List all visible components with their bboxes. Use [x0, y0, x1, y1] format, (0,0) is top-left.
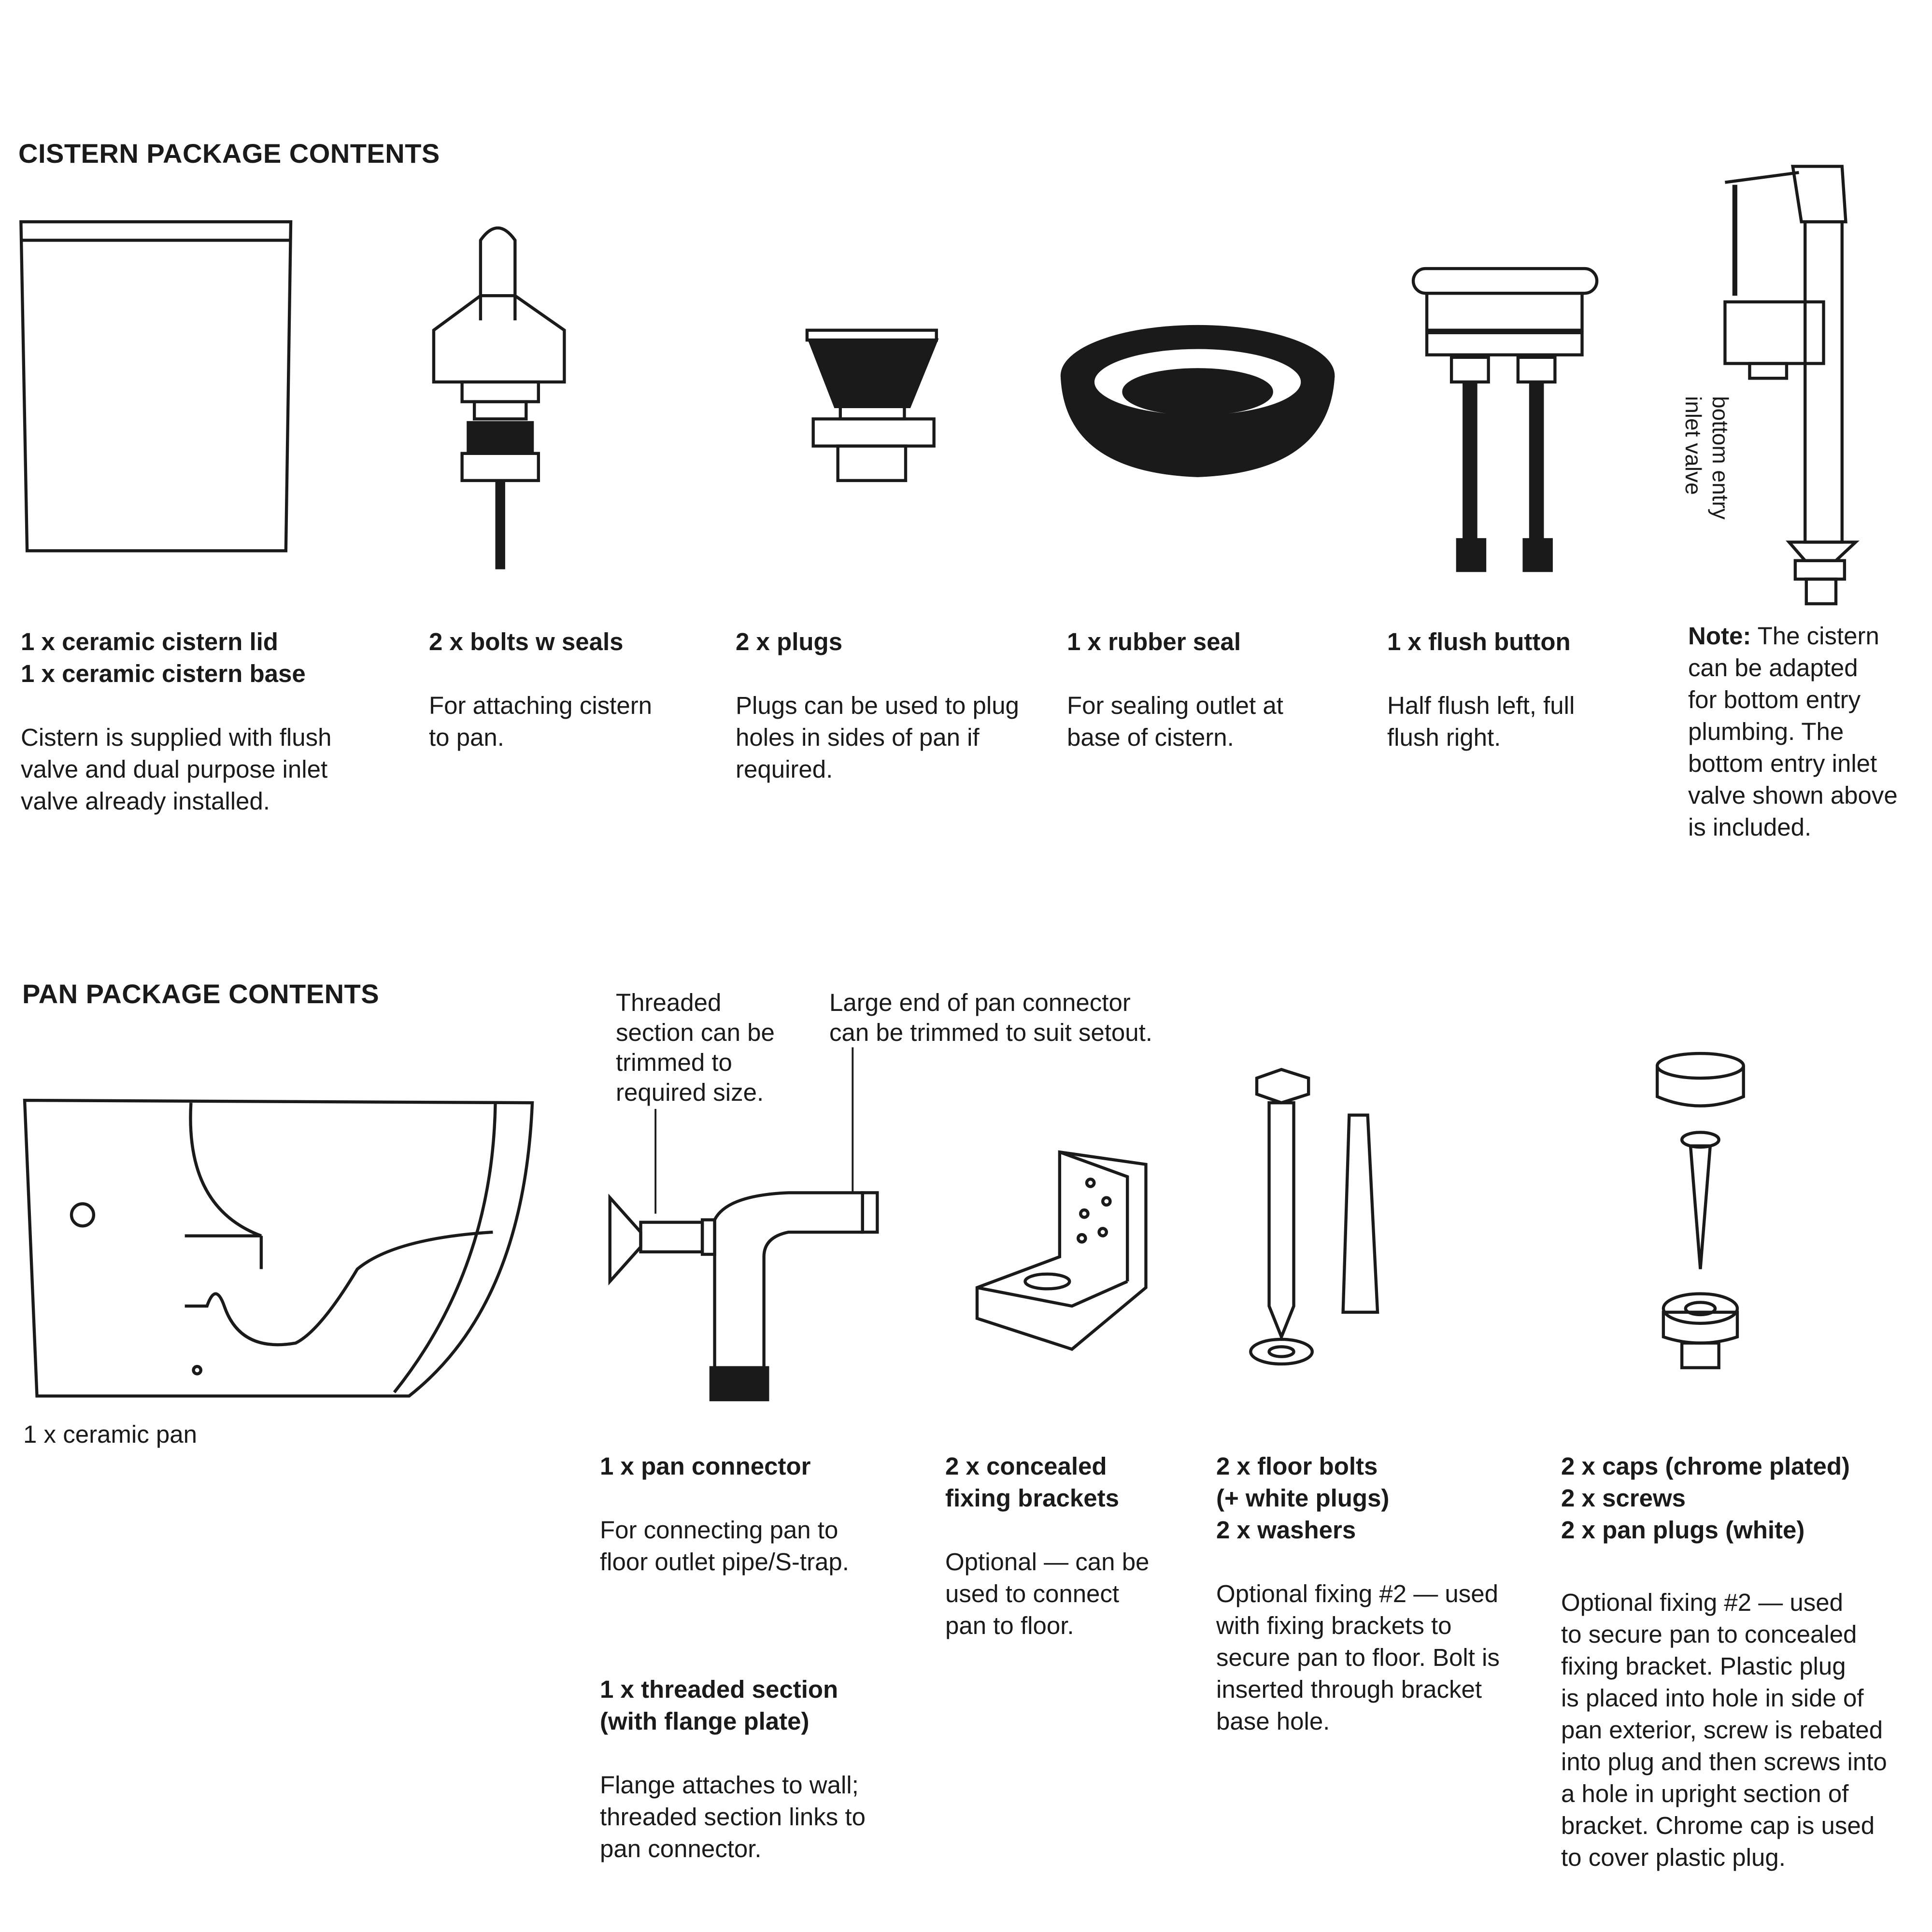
annotation-threaded-section: Threaded section can be trimmed to requi…	[616, 989, 775, 1106]
item-title: 1 x rubber seal	[1067, 628, 1241, 655]
item-caps-screws: 2 x caps (chrome plated) 2 x screws 2 x …	[1561, 1419, 1887, 1905]
note-label: Note:	[1688, 622, 1751, 650]
plug-illustration	[805, 328, 939, 483]
rubber-seal-illustration	[1060, 325, 1335, 477]
item-plugs: 2 x plugs Plugs can be used to plug hole…	[736, 594, 1019, 817]
pan-label: 1 x ceramic pan	[23, 1421, 197, 1448]
item-desc: For attaching cistern to pan.	[429, 692, 653, 751]
item-title: 2 x floor bolts (+ white plugs) 2 x wash…	[1216, 1452, 1390, 1544]
inlet-valve-illustration	[1723, 165, 1860, 606]
ceramic-pan-illustration	[23, 1098, 534, 1398]
item-desc: Plugs can be used to plug holes in sides…	[736, 692, 1019, 783]
item-title: 2 x bolts w seals	[429, 628, 624, 655]
item-title: 1 x pan connector	[600, 1452, 811, 1480]
pan-connector-illustration	[608, 1047, 879, 1402]
bolt-with-seal-illustration	[432, 226, 566, 569]
item-desc: Optional fixing #2 — used with fixing br…	[1216, 1580, 1500, 1735]
item-desc: Cistern is supplied with flush valve and…	[21, 724, 332, 815]
inlet-valve-label: bottom entry inlet valve	[1681, 396, 1733, 520]
item-title: 2 x concealed fixing brackets	[945, 1452, 1119, 1512]
floor-bolt-illustration	[1249, 1067, 1379, 1366]
pan-section-heading: PAN PACKAGE CONTENTS	[22, 979, 380, 1009]
note-text: The cistern can be adapted for bottom en…	[1688, 622, 1898, 841]
item-title-threaded: 1 x threaded section (with flange plate)	[600, 1676, 838, 1735]
item-title: 1 x flush button	[1387, 628, 1571, 655]
item-cistern: 1 x ceramic cistern lid 1 x ceramic cist…	[21, 594, 331, 849]
item-flush-button: 1 x flush button Half flush left, full f…	[1387, 594, 1575, 785]
cistern-illustration	[19, 220, 293, 553]
item-title: 2 x caps (chrome plated) 2 x screws 2 x …	[1561, 1452, 1850, 1544]
item-rubber-seal: 1 x rubber seal For sealing outlet at ba…	[1067, 594, 1283, 785]
fixing-bracket-illustration	[975, 1150, 1148, 1351]
item-floor-bolts: 2 x floor bolts (+ white plugs) 2 x wash…	[1216, 1419, 1500, 1769]
item-desc: For sealing outlet at base of cistern.	[1067, 692, 1283, 751]
flush-button-illustration	[1411, 267, 1599, 572]
item-desc: Half flush left, full flush right.	[1387, 692, 1575, 751]
item-desc-threaded: Flange attaches to wall; threaded sectio…	[600, 1771, 866, 1862]
annotation-large-end: Large end of pan connector can be trimme…	[829, 989, 1152, 1046]
item-pan-connector: 1 x pan connector For connecting pan to …	[600, 1419, 866, 1897]
cistern-note: Note: The cistern can be adapted for bot…	[1688, 620, 1898, 843]
item-desc: Optional fixing #2 — used to secure pan …	[1561, 1589, 1887, 1871]
item-desc: For connecting pan to floor outlet pipe/…	[600, 1516, 849, 1576]
item-desc: Optional — can be used to connect pan to…	[945, 1548, 1150, 1639]
cap-screw-plug-illustration	[1655, 1051, 1745, 1369]
item-brackets: 2 x concealed fixing brackets Optional —…	[945, 1419, 1149, 1674]
item-bolts: 2 x bolts w seals For attaching cistern …	[429, 594, 652, 785]
item-title: 2 x plugs	[736, 628, 843, 655]
item-title: 1 x ceramic cistern lid 1 x ceramic cist…	[21, 628, 306, 687]
cistern-section-heading: CISTERN PACKAGE CONTENTS	[18, 138, 440, 169]
